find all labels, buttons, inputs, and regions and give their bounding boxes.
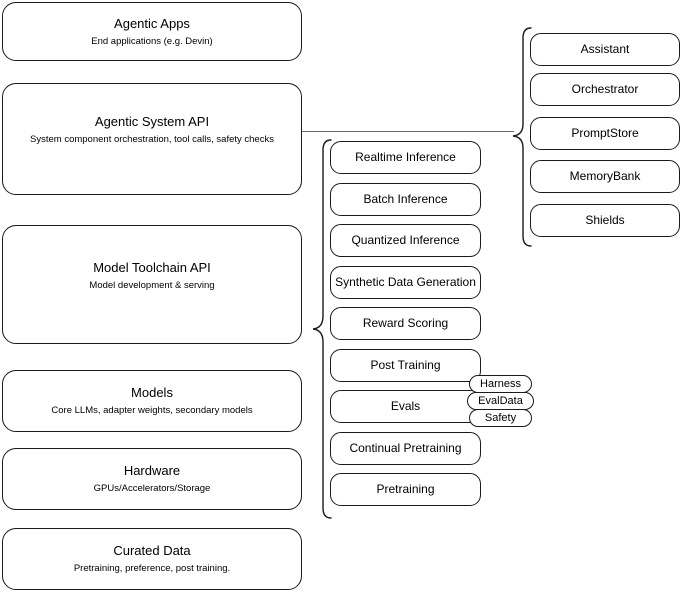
- component-label: Pretraining: [376, 482, 435, 496]
- badge-label: Safety: [484, 411, 517, 424]
- layer-subtitle: Model development & serving: [89, 279, 215, 291]
- component-continual-pretraining[interactable]: Continual Pretraining: [330, 431, 481, 465]
- component-label: Realtime Inference: [355, 150, 456, 164]
- component-label: Post Training: [370, 357, 441, 372]
- component-label: Evals: [390, 399, 421, 413]
- evals-badge-safety[interactable]: Safety: [469, 409, 532, 427]
- evals-badge-evaldata[interactable]: EvalData: [467, 392, 534, 410]
- layer-curated-data[interactable]: Curated Data Pretraining, preference, po…: [2, 528, 302, 590]
- layer-title: Models: [131, 385, 173, 400]
- layer-models[interactable]: Models Core LLMs, adapter weights, secon…: [2, 370, 302, 432]
- component-realtime-inference[interactable]: Realtime Inference: [330, 141, 481, 174]
- layer-subtitle: System component orchestration, tool cal…: [30, 134, 274, 145]
- component-promptstore[interactable]: PromptStore: [530, 117, 680, 150]
- layer-agentic-system-api[interactable]: Agentic System API System component orch…: [2, 83, 302, 195]
- layer-subtitle: Pretraining, preference, post training.: [73, 563, 231, 574]
- badge-label: EvalData: [478, 394, 523, 407]
- component-memorybank[interactable]: MemoryBank: [530, 160, 680, 193]
- component-pretraining[interactable]: Pretraining: [330, 473, 481, 506]
- component-label: Synthetic Data Generation: [335, 274, 476, 289]
- component-batch-inference[interactable]: Batch Inference: [330, 182, 481, 216]
- badge-label: Harness: [480, 377, 521, 390]
- connector-agentic-system-api: [302, 130, 514, 132]
- component-shields[interactable]: Shields: [530, 204, 680, 237]
- component-label: Continual Pretraining: [349, 440, 462, 455]
- component-label: MemoryBank: [569, 169, 641, 183]
- layer-subtitle: Core LLMs, adapter weights, secondary mo…: [51, 405, 253, 416]
- component-synthetic-data-generation[interactable]: Synthetic Data Generation: [330, 265, 481, 299]
- component-label: PromptStore: [571, 126, 639, 140]
- component-evals[interactable]: Evals: [330, 390, 481, 423]
- layer-subtitle: End applications (e.g. Devin): [91, 35, 213, 47]
- layer-model-toolchain-api[interactable]: Model Toolchain API Model development & …: [2, 225, 302, 344]
- component-reward-scoring[interactable]: Reward Scoring: [330, 307, 481, 340]
- component-label: Shields: [585, 213, 625, 227]
- layer-subtitle: GPUs/Accelerators/Storage: [93, 483, 211, 494]
- layer-agentic-apps[interactable]: Agentic Apps End applications (e.g. Devi…: [2, 2, 302, 61]
- component-orchestrator[interactable]: Orchestrator: [530, 73, 680, 106]
- component-label: Orchestrator: [571, 82, 639, 96]
- layer-title: Agentic Apps: [114, 15, 190, 31]
- layer-hardware[interactable]: Hardware GPUs/Accelerators/Storage: [2, 448, 302, 510]
- layer-title: Hardware: [123, 463, 181, 478]
- component-label: Reward Scoring: [362, 316, 449, 330]
- component-label: Assistant: [580, 42, 630, 56]
- component-assistant[interactable]: Assistant: [530, 33, 680, 66]
- component-quantized-inference[interactable]: Quantized Inference: [330, 224, 481, 257]
- component-label: Quantized Inference: [351, 233, 460, 247]
- component-post-training[interactable]: Post Training: [330, 348, 481, 382]
- component-label: Batch Inference: [363, 191, 448, 206]
- layer-title: Model Toolchain API: [93, 259, 211, 275]
- layer-title: Curated Data: [113, 543, 191, 558]
- layer-title: Agentic System API: [94, 114, 210, 129]
- evals-badge-harness[interactable]: Harness: [469, 375, 532, 393]
